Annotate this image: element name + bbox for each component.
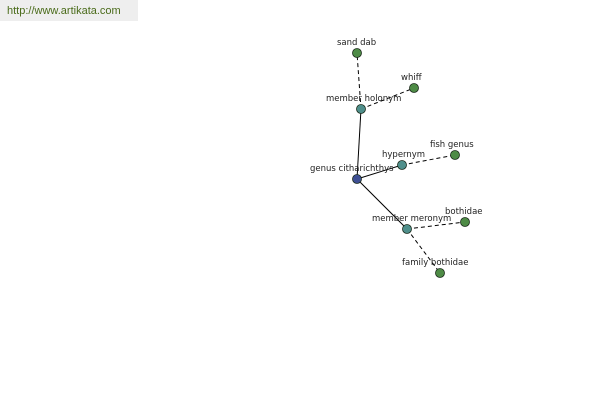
node-bothidae[interactable]: bothidae [445,207,483,227]
node-circle-fishgenus[interactable] [450,150,460,160]
node-label-whiff: whiff [401,73,423,83]
node-label-fishgenus: fish genus [430,140,474,150]
nodes-layer: genus citharichthys member holonym hyperny… [310,38,483,278]
edges-layer [356,52,466,274]
node-label-meronym: member meronym [372,214,451,224]
node-whiff[interactable]: whiff [401,73,423,93]
node-hypernym[interactable]: hypernym [382,150,425,170]
node-circle-familybothidae[interactable] [435,268,445,278]
node-fishgenus[interactable]: fish genus [430,140,474,160]
node-circle-holonym[interactable] [356,104,366,114]
node-label-holonym: member holonym [326,94,401,104]
node-familybothidae[interactable]: family bothidae [402,258,468,278]
node-circle-bothidae[interactable] [460,217,470,227]
node-sanddab[interactable]: sand dab [337,38,376,58]
edge-meronym-bothidae [406,221,466,230]
node-circle-sanddab[interactable] [352,48,362,58]
node-circle-root[interactable] [352,174,362,184]
node-holonym[interactable]: member holonym [326,94,401,114]
node-circle-hypernym[interactable] [397,160,407,170]
node-label-familybothidae: family bothidae [402,258,468,268]
edge-hypernym-fishgenus [401,154,456,166]
node-meronym[interactable]: member meronym [372,214,451,234]
node-label-hypernym: hypernym [382,150,425,160]
edge-holonym-whiff [360,87,415,110]
url-link[interactable]: http://www.artikata.com [7,5,121,17]
node-label-bothidae: bothidae [445,207,483,217]
edge-holonym-sanddab [356,52,362,110]
node-root[interactable]: genus citharichthys [310,164,394,184]
edge-root-meronym [356,178,408,230]
url-bar: http://www.artikata.com [0,0,138,21]
edge-meronym-familybothidae [406,228,441,274]
node-circle-meronym[interactable] [402,224,412,234]
edge-root-hypernym [356,164,403,180]
edge-root-holonym [356,108,362,180]
node-label-sanddab: sand dab [337,38,376,48]
node-circle-whiff[interactable] [409,83,419,93]
node-label-root: genus citharichthys [310,164,394,174]
